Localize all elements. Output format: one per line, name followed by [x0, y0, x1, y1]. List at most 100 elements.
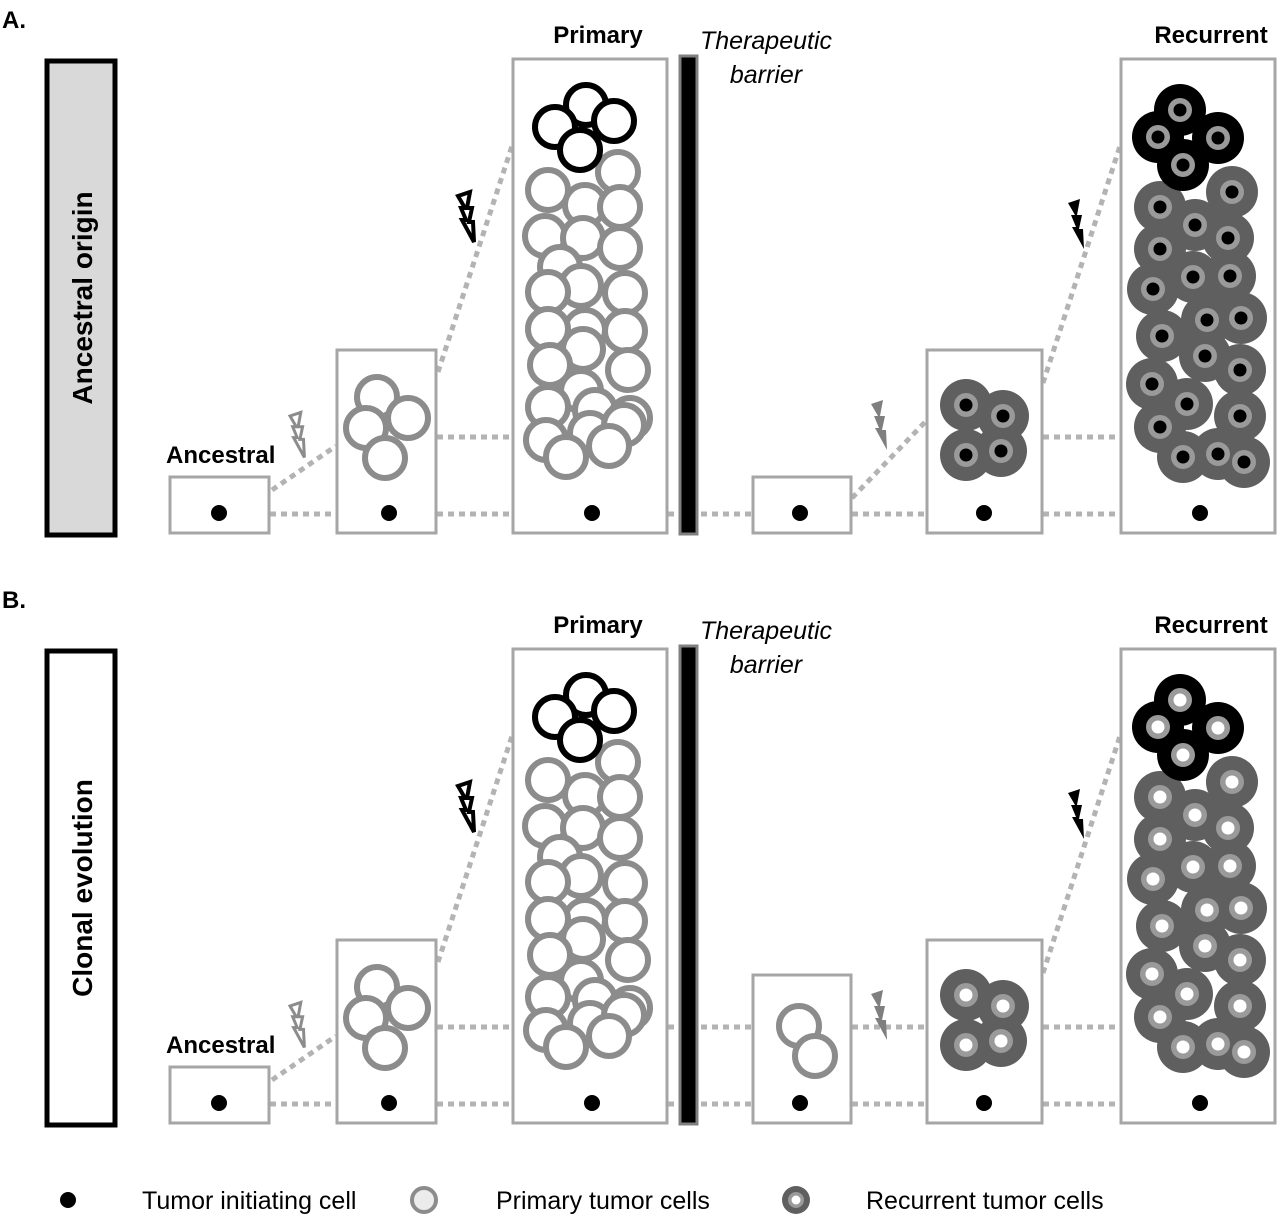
recurrent-cell-core: [959, 448, 973, 462]
label-barrier: barrier: [730, 61, 804, 89]
tumor-initiating-cell: [792, 1095, 808, 1111]
side-label-box: [44, 58, 118, 538]
recurrent-cell-core: [1176, 748, 1190, 762]
tumor-initiating-cell: [211, 1095, 227, 1111]
primary-tumor-cell: [602, 270, 648, 316]
recurrent-cell-core: [1221, 821, 1235, 835]
recurrent-cell-core: [1225, 775, 1239, 789]
recurrent-cell-core: [1221, 231, 1235, 245]
primary-tumor-cell: [586, 1013, 632, 1059]
lightning-mutation-icon: [287, 1000, 306, 1049]
recurrent-cell-core: [1153, 832, 1167, 846]
primary-tumor-cell: [597, 225, 643, 271]
tumor-initiating-cell: [976, 1095, 992, 1111]
dotted-lineage-line: [435, 145, 515, 373]
recurrent-cell-core: [1233, 999, 1247, 1013]
recurrent-cell-core: [1233, 363, 1247, 377]
primary-tumor-cell: [385, 985, 431, 1031]
dotted-lineage-line: [850, 418, 929, 500]
label-primary: Primary: [553, 612, 643, 639]
therapeutic-barrier: [678, 54, 699, 536]
recurrent-cell-core: [1188, 218, 1202, 232]
primary-tumor-cell: [557, 127, 603, 173]
lightning-mutation-icon: [287, 410, 306, 459]
lightning-mutation-icon: [871, 400, 887, 450]
primary-tumor-cell: [525, 167, 571, 213]
legend-label-recurrent: Recurrent tumor cells: [866, 1187, 1104, 1215]
recurrent-cell-core: [1153, 242, 1167, 256]
tumor-initiating-cell: [584, 505, 600, 521]
therapeutic-barrier: [678, 644, 699, 1126]
lightning-mutation-icon: [455, 779, 476, 833]
primary-tumor-cell: [602, 860, 648, 906]
recurrent-cell-core: [1200, 903, 1214, 917]
dotted-lineage-line: [435, 735, 515, 963]
recurrent-cell-core: [996, 409, 1010, 423]
legend-label-primary: Primary tumor cells: [496, 1187, 710, 1215]
recurrent-cell-core: [1211, 447, 1225, 461]
side-label-box: [44, 648, 118, 1128]
lightning-mutation-icon: [1068, 789, 1084, 839]
primary-tumor-cell: [525, 757, 571, 803]
primary-tumor-cell: [597, 774, 643, 820]
post-therapy-residual-box: [751, 475, 853, 535]
tumor-initiating-cell: [381, 505, 397, 521]
legend-recurrent-core: [791, 1195, 801, 1205]
primary-tumor-cell: [543, 434, 589, 480]
label-recurrent: Recurrent: [1154, 612, 1267, 639]
label-ancestral: Ancestral: [166, 442, 275, 469]
recurrent-cell-core: [1146, 872, 1160, 886]
recurrent-cell-core: [1237, 455, 1251, 469]
recurrent-cell-core: [1198, 939, 1212, 953]
tumor-initiating-cell: [792, 505, 808, 521]
recurrent-cell-core: [959, 988, 973, 1002]
primary-tumor-cell: [597, 184, 643, 230]
primary-tumor-cell: [792, 1033, 838, 1079]
tumor-initiating-cell: [381, 1095, 397, 1111]
recurrent-cell-core: [1146, 282, 1160, 296]
primary-tumor-cell: [605, 937, 651, 983]
label-primary: Primary: [553, 22, 643, 49]
dotted-lineage-line: [270, 443, 338, 493]
legend-label-tic: Tumor initiating cell: [142, 1187, 356, 1215]
recurrent-cell-core: [1145, 377, 1159, 391]
ancestral-box: [168, 1065, 271, 1125]
recurrent-cell-core: [1211, 131, 1225, 145]
label-ancestral: Ancestral: [166, 1032, 275, 1059]
recurrent-cell-core: [1153, 790, 1167, 804]
recurrent-cell-core: [1233, 953, 1247, 967]
recurrent-cell-core: [1155, 329, 1169, 343]
recurrent-cell-core: [1223, 859, 1237, 873]
recurrent-cell-core: [1153, 200, 1167, 214]
recurrent-cell-core: [1233, 409, 1247, 423]
recurrent-cell-core: [1225, 185, 1239, 199]
label-recurrent: Recurrent: [1154, 22, 1267, 49]
recurrent-cell-core: [1234, 311, 1248, 325]
side-label: Clonal evolution: [67, 779, 98, 997]
tumor-initiating-cell: [976, 505, 992, 521]
panel-label-a: A.: [2, 7, 26, 34]
primary-tumor-cell: [385, 395, 431, 441]
recurrent-cell-core: [1186, 860, 1200, 874]
dotted-lineage-line: [1040, 145, 1123, 384]
recurrent-cell-core: [1200, 313, 1214, 327]
tumor-initiating-cell: [211, 505, 227, 521]
recurrent-cell-core: [1173, 103, 1187, 117]
recurrent-cell-core: [1237, 1045, 1251, 1059]
label-therapeutic: Therapeutic: [700, 27, 833, 55]
primary-tumor-cell: [557, 717, 603, 763]
label-therapeutic: Therapeutic: [700, 617, 833, 645]
recurrent-cell-core: [1180, 397, 1194, 411]
recurrent-cell-core: [1180, 987, 1194, 1001]
primary-tumor-cell: [362, 1025, 408, 1071]
primary-tumor-cell: [602, 308, 648, 354]
tumor-initiating-cell: [584, 1095, 600, 1111]
recurrent-cell-core: [994, 444, 1008, 458]
primary-tumor-cell: [362, 435, 408, 481]
recurrent-cell-core: [1176, 1040, 1190, 1054]
recurrent-cell-core: [1151, 720, 1165, 734]
recurrent-cell-core: [1176, 450, 1190, 464]
recurrent-cell-core: [1153, 1010, 1167, 1024]
